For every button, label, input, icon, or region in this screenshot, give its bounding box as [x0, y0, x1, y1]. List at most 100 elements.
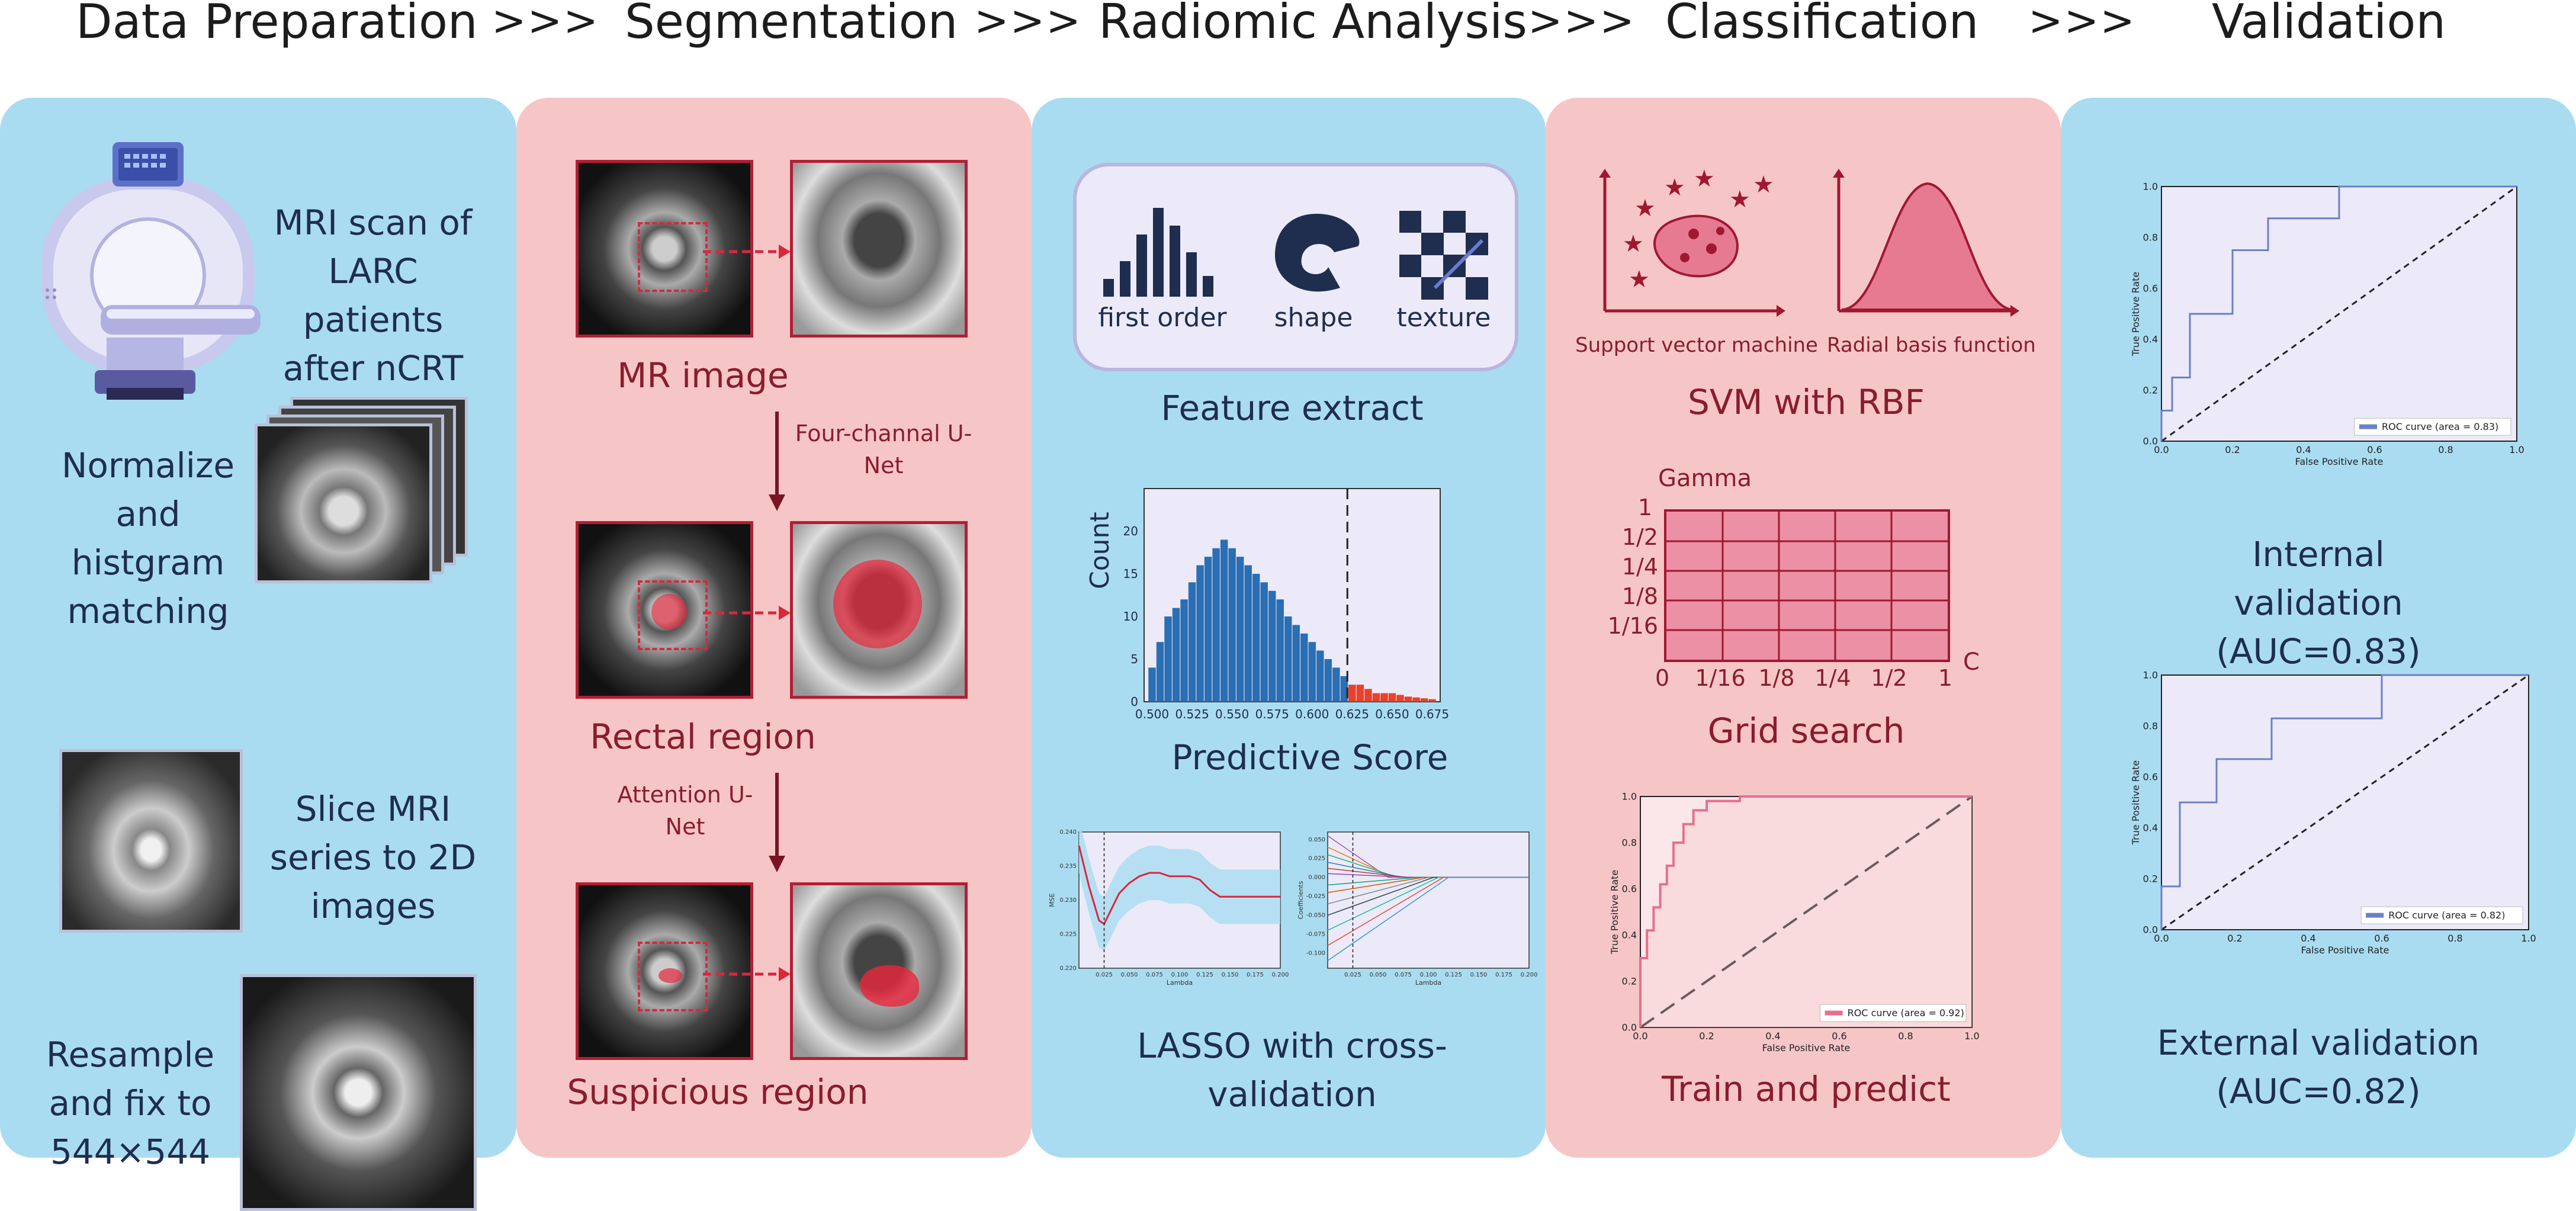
y-tick-label: 0.0	[1622, 1022, 1637, 1033]
y-tick-label: 0.235	[1059, 863, 1077, 870]
histogram-bar	[1148, 667, 1156, 702]
panel-classification: ★★★ ★★★ ★ Support vector machine Radial …	[1546, 98, 2061, 1158]
x-tick-label: 0.6	[2367, 444, 2382, 455]
rbf-icon-label: Radial basis function	[1827, 333, 2036, 357]
coefficient-path	[1327, 873, 1529, 878]
histogram-bar	[1260, 582, 1268, 702]
histogram-bar	[1380, 693, 1388, 702]
svm-icon-label: Support vector machine	[1575, 333, 1818, 357]
feature-types-card: first order shape texture	[1073, 163, 1518, 371]
histogram-bar	[1228, 548, 1236, 702]
coefficient-path	[1327, 876, 1529, 886]
x-tick-label: 0.6	[2374, 933, 2389, 944]
step-resample-text: Resample and fix to 544×544	[46, 1035, 215, 1172]
y-tick-label: 0.220	[1059, 965, 1077, 972]
x-axis-label: False Positive Rate	[2301, 945, 2389, 956]
gamma-tick: 1/16	[1607, 613, 1658, 639]
c-tick-zero: 0	[1655, 665, 1670, 691]
shape-icon	[1275, 214, 1360, 292]
histogram-bar	[1292, 625, 1300, 702]
x-tick-label: 0.4	[2301, 933, 2315, 944]
rbf-icon	[1833, 169, 2019, 317]
svm-caption: SVM with RBF	[1688, 382, 1925, 422]
x-tick-label: 0.200	[1272, 972, 1289, 978]
suspicious-mask-zoom	[860, 965, 919, 1007]
x-tick-label: 0.2	[2227, 933, 2242, 944]
crop-box	[638, 222, 708, 292]
y-tick-label: 0.8	[2143, 720, 2158, 731]
histogram-bar	[1236, 557, 1244, 702]
lasso-caption: LASSO with cross-validation	[1137, 1026, 1447, 1114]
svm-icon: ★★★ ★★★ ★	[1599, 165, 1785, 317]
zoom-arrow-icon	[703, 245, 791, 259]
suspicious-mask-overlay	[659, 968, 682, 983]
legend-label: ROC curve (area = 0.92)	[1848, 1007, 1964, 1019]
histogram-bar	[1316, 650, 1324, 702]
x-tick-label: 0.175	[1495, 972, 1512, 978]
stage-separator: >>>	[1528, 0, 1636, 45]
x-tick-label: 0.075	[1146, 972, 1163, 978]
y-tick-label: -0.025	[1306, 894, 1325, 900]
roc-curve	[2160, 674, 2529, 930]
first-order-label: first order	[1098, 303, 1227, 333]
x-tick-label: 0.0	[2154, 933, 2169, 944]
x-axis-label: Lambda	[1167, 979, 1193, 987]
c-tick: 1	[1938, 665, 1953, 691]
first-order-icon	[1103, 208, 1213, 297]
histogram-bar	[1324, 659, 1332, 702]
stage-title-data-preparation: Data Preparation	[76, 0, 478, 49]
roc-curve	[2160, 185, 2517, 441]
svg-text:★: ★	[1629, 266, 1650, 293]
x-tick-label: 0.650	[1375, 707, 1409, 721]
histogram-bar	[1204, 557, 1212, 702]
mri-slice-image	[59, 749, 243, 933]
mri-scanner-icon	[41, 142, 261, 400]
svg-text:★: ★	[1623, 230, 1644, 258]
mse-line	[1078, 845, 1280, 926]
zoom-arrow-icon	[703, 606, 791, 620]
roc-curve	[1639, 795, 1972, 1027]
mr-image-zoom	[790, 160, 968, 338]
crop-box	[638, 942, 708, 1011]
y-tick-label: 0.0	[2143, 435, 2158, 447]
coefficient-path	[1327, 876, 1529, 961]
x-tick-label: 0.2	[2225, 444, 2240, 455]
x-tick-label: 0.0	[2154, 444, 2169, 455]
c-tick: 1/16	[1695, 665, 1746, 691]
grid-search-caption: Grid search	[1707, 711, 1905, 751]
texture-icon	[1399, 211, 1488, 300]
svg-text:★: ★	[1634, 195, 1656, 222]
attention-unet-label: Attention U-Net	[617, 782, 753, 840]
internal-validation-caption: Internal validation (AUC=0.83)	[2216, 534, 2421, 672]
plot-area	[1327, 831, 1530, 969]
legend-box	[2354, 417, 2511, 436]
histogram-bar	[1308, 642, 1316, 702]
histogram-bar	[1300, 633, 1308, 702]
chance-diagonal	[2161, 185, 2517, 442]
zoom-arrow-icon	[703, 967, 791, 981]
legend-label: ROC curve (area = 0.83)	[2382, 421, 2498, 432]
histogram-bar	[1340, 676, 1348, 702]
x-tick-label: 0.025	[1096, 972, 1113, 978]
histogram-bar	[1188, 582, 1196, 702]
svg-text:★: ★	[1664, 174, 1685, 201]
x-tick-label: 0.2	[1699, 1030, 1714, 1042]
histogram-bar	[1428, 699, 1436, 702]
down-arrow-icon	[769, 412, 785, 511]
svg-text:★: ★	[1694, 165, 1715, 192]
coefficient-path	[1327, 876, 1529, 916]
x-tick-label: 1.0	[2521, 933, 2536, 944]
y-tick-label: 0	[1130, 695, 1138, 709]
y-tick-label: 0.2	[2143, 384, 2158, 396]
y-tick-label: 0.6	[2143, 771, 2158, 782]
histogram-bar	[1276, 599, 1284, 702]
y-tick-label: 0.0	[2143, 924, 2158, 935]
x-tick-label: 0.100	[1420, 972, 1437, 978]
resampled-mri-image	[240, 974, 477, 1211]
rectal-region-label: Rectal region	[590, 717, 816, 757]
x-tick-label: 0.550	[1215, 707, 1249, 721]
coefficient-path	[1327, 876, 1529, 931]
x-tick-label: 0.8	[2447, 933, 2462, 944]
x-tick-label: 0.6	[1832, 1030, 1846, 1042]
